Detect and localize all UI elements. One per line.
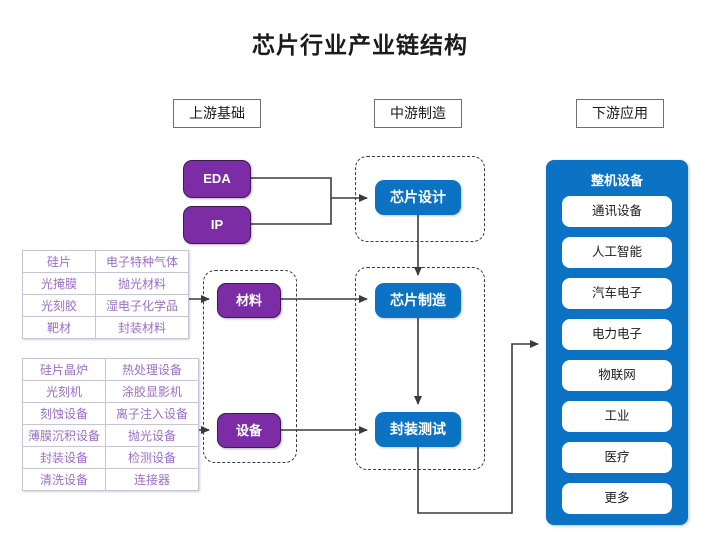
- table-cell: 封装设备: [21, 446, 107, 469]
- stage-header-downstream: 下游应用: [576, 99, 664, 128]
- node-chip-design[interactable]: 芯片设计: [375, 180, 461, 215]
- table-cell: 硅片晶炉: [21, 358, 107, 381]
- table-cell: 光掩膜: [22, 272, 96, 295]
- application-item[interactable]: 汽车电子: [562, 278, 672, 309]
- table-cell: 涂胶显影机: [105, 380, 200, 403]
- node-equipment[interactable]: 设备: [217, 413, 281, 448]
- page-title: 芯片行业产业链结构: [252, 32, 468, 58]
- application-item[interactable]: 通讯设备: [562, 196, 672, 227]
- table-cell: 连接器: [105, 468, 200, 491]
- application-item[interactable]: 物联网: [562, 360, 672, 391]
- table-row: 封装设备检测设备: [21, 446, 200, 469]
- table-row: 光刻机涂胶显影机: [21, 380, 200, 403]
- node-material[interactable]: 材料: [217, 283, 281, 318]
- table-cell: 抛光设备: [105, 424, 200, 447]
- material-table: 硅片电子特种气体光掩膜抛光材料光刻胶湿电子化学品靶材封装材料: [22, 250, 189, 339]
- table-cell: 光刻机: [21, 380, 107, 403]
- table-cell: 光刻胶: [22, 294, 96, 317]
- table-cell: 离子注入设备: [105, 402, 200, 425]
- table-row: 靶材封装材料: [22, 316, 189, 339]
- table-row: 清洗设备连接器: [21, 468, 200, 491]
- node-chip-manufacture[interactable]: 芯片制造: [375, 283, 461, 318]
- node-eda[interactable]: EDA: [183, 160, 251, 198]
- table-row: 光刻胶湿电子化学品: [22, 294, 189, 317]
- table-cell: 电子特种气体: [95, 250, 189, 273]
- table-row: 薄膜沉积设备抛光设备: [21, 424, 200, 447]
- table-cell: 抛光材料: [95, 272, 189, 295]
- table-cell: 湿电子化学品: [95, 294, 189, 317]
- application-item[interactable]: 更多: [562, 483, 672, 514]
- application-panel-title: 整机设备: [590, 173, 643, 188]
- application-item[interactable]: 工业: [562, 401, 672, 432]
- application-item[interactable]: 电力电子: [562, 319, 672, 350]
- stage-header-upstream: 上游基础: [173, 99, 261, 128]
- node-ip[interactable]: IP: [183, 206, 251, 244]
- table-row: 刻蚀设备离子注入设备: [21, 402, 200, 425]
- stage-header-midstream: 中游制造: [374, 99, 462, 128]
- group-box-design: [355, 156, 485, 242]
- node-packaging-test[interactable]: 封装测试: [375, 412, 461, 447]
- application-item[interactable]: 医疗: [562, 442, 672, 473]
- table-cell: 靶材: [22, 316, 96, 339]
- table-cell: 硅片: [22, 250, 96, 273]
- table-cell: 封装材料: [95, 316, 189, 339]
- table-cell: 刻蚀设备: [21, 402, 107, 425]
- application-panel: 整机设备 通讯设备人工智能汽车电子电力电子物联网工业医疗更多: [546, 160, 688, 525]
- table-row: 硅片电子特种气体: [22, 250, 189, 273]
- table-row: 硅片晶炉热处理设备: [21, 358, 200, 381]
- table-row: 光掩膜抛光材料: [22, 272, 189, 295]
- table-cell: 清洗设备: [21, 468, 107, 491]
- application-item[interactable]: 人工智能: [562, 237, 672, 268]
- group-box-material-equipment: [203, 270, 297, 463]
- table-cell: 热处理设备: [105, 358, 200, 381]
- table-cell: 薄膜沉积设备: [21, 424, 107, 447]
- table-cell: 检测设备: [105, 446, 200, 469]
- equipment-table: 硅片晶炉热处理设备光刻机涂胶显影机刻蚀设备离子注入设备薄膜沉积设备抛光设备封装设…: [21, 358, 200, 491]
